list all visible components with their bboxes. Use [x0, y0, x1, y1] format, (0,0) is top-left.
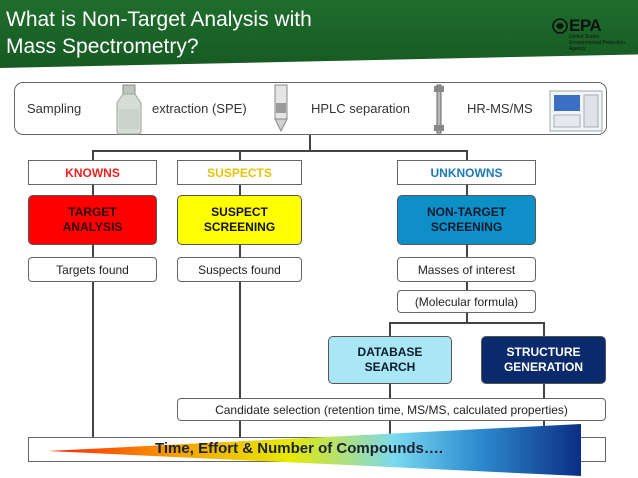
connector-masses-formula — [466, 282, 468, 290]
connector-branch-horizontal — [390, 322, 544, 324]
connector-knowns-target — [92, 185, 94, 195]
candidate-selection-box: Candidate selection (retention time, MS/… — [177, 398, 606, 421]
step-hrms: HR-MS/MS — [467, 101, 533, 116]
connector-formula-down — [466, 313, 468, 323]
target-line-2: ANALYSIS — [62, 220, 123, 234]
mass-spectrometer-icon — [549, 90, 603, 132]
connector-targets-bottom — [92, 282, 94, 442]
spe-cartridge-icon — [274, 84, 288, 133]
nontarget-line-2: SCREENING — [430, 220, 503, 234]
connector-nontarget-masses — [466, 245, 468, 257]
suspect-screening-box: SUSPECT SCREENING — [177, 195, 302, 245]
title-line-1: What is Non-Target Analysis with — [6, 8, 312, 31]
database-search-box: DATABASE SEARCH — [328, 336, 452, 384]
masses-of-interest-label: Masses of interest — [417, 262, 516, 277]
nontarget-line-1: NON-TARGET — [426, 205, 507, 219]
connector-knowns-down — [92, 150, 94, 160]
suspects-found-label: Suspects found — [198, 262, 281, 277]
suspects-label: SUSPECTS — [207, 165, 272, 180]
connector-structure-candidate — [543, 384, 545, 398]
structure-generation-box: STRUCTURE GENERATION — [481, 336, 606, 384]
nontarget-screening-box: NON-TARGET SCREENING — [397, 195, 536, 245]
slide-title: What is Non-Target Analysis with Mass Sp… — [6, 6, 312, 60]
connector-suspects-down — [239, 150, 241, 160]
target-analysis-box: TARGET ANALYSIS — [28, 195, 157, 245]
unknowns-label: UNKNOWNS — [430, 165, 503, 180]
connector-unknowns-down — [466, 150, 468, 160]
epa-subtitle-1: United States — [569, 34, 600, 40]
suspects-found-box: Suspects found — [177, 257, 302, 282]
target-line-1: TARGET — [68, 205, 117, 219]
connector-suspects-suspect — [239, 185, 241, 195]
step-sampling: Sampling — [27, 101, 82, 116]
epa-logo: EPA United States Environmental Protecti… — [552, 16, 632, 52]
database-line-1: DATABASE — [357, 345, 423, 359]
targets-found-box: Targets found — [28, 257, 157, 282]
category-unknowns: UNKNOWNS — [397, 160, 536, 185]
connector-suspects-bottom — [239, 282, 241, 442]
structure-line-2: GENERATION — [503, 360, 584, 374]
masses-of-interest-box: Masses of interest — [397, 257, 536, 282]
connector-target-found — [92, 245, 94, 257]
structure-line-1: STRUCTURE — [506, 345, 581, 359]
step-hplc: HPLC separation — [311, 101, 410, 116]
sample-bottle-icon — [116, 84, 142, 135]
molecular-formula-box: (Molecular formula) — [397, 290, 536, 313]
epa-subtitle: United States Environmental Protection A… — [569, 34, 625, 52]
step-extraction: extraction (SPE) — [152, 101, 247, 116]
category-knowns: KNOWNS — [28, 160, 157, 185]
connector-structure-down — [543, 322, 545, 336]
epa-wordmark: EPA — [569, 16, 602, 35]
epa-subtitle-2: Environmental Protection — [569, 40, 625, 46]
targets-found-label: Targets found — [56, 262, 129, 277]
knowns-label: KNOWNS — [65, 165, 120, 180]
connector-suspect-found — [239, 245, 241, 257]
epa-flower-icon — [552, 18, 568, 34]
molecular-formula-label: (Molecular formula) — [414, 294, 519, 309]
epa-subtitle-3: Agency — [569, 46, 586, 52]
title-line-2: Mass Spectrometry? — [6, 35, 199, 58]
hplc-column-icon — [434, 84, 444, 134]
suspect-line-1: SUSPECT — [211, 205, 268, 219]
time-effort-label: Time, Effort & Number of Compounds…. — [155, 440, 444, 457]
process-workflow-box: Sampling extraction (SPE) HPLC separatio… — [14, 82, 607, 135]
database-line-2: SEARCH — [364, 360, 416, 374]
candidate-selection-label: Candidate selection (retention time, MS/… — [215, 402, 568, 417]
connector-unknowns-nontarget — [466, 185, 468, 195]
connector-process-down — [309, 135, 311, 151]
connector-database-down — [389, 322, 391, 336]
connector-horizontal-top — [93, 150, 467, 152]
connector-candidate-bottom — [389, 421, 391, 439]
category-suspects: SUSPECTS — [177, 160, 302, 185]
connector-database-candidate — [389, 384, 391, 398]
suspect-line-2: SCREENING — [203, 220, 276, 234]
